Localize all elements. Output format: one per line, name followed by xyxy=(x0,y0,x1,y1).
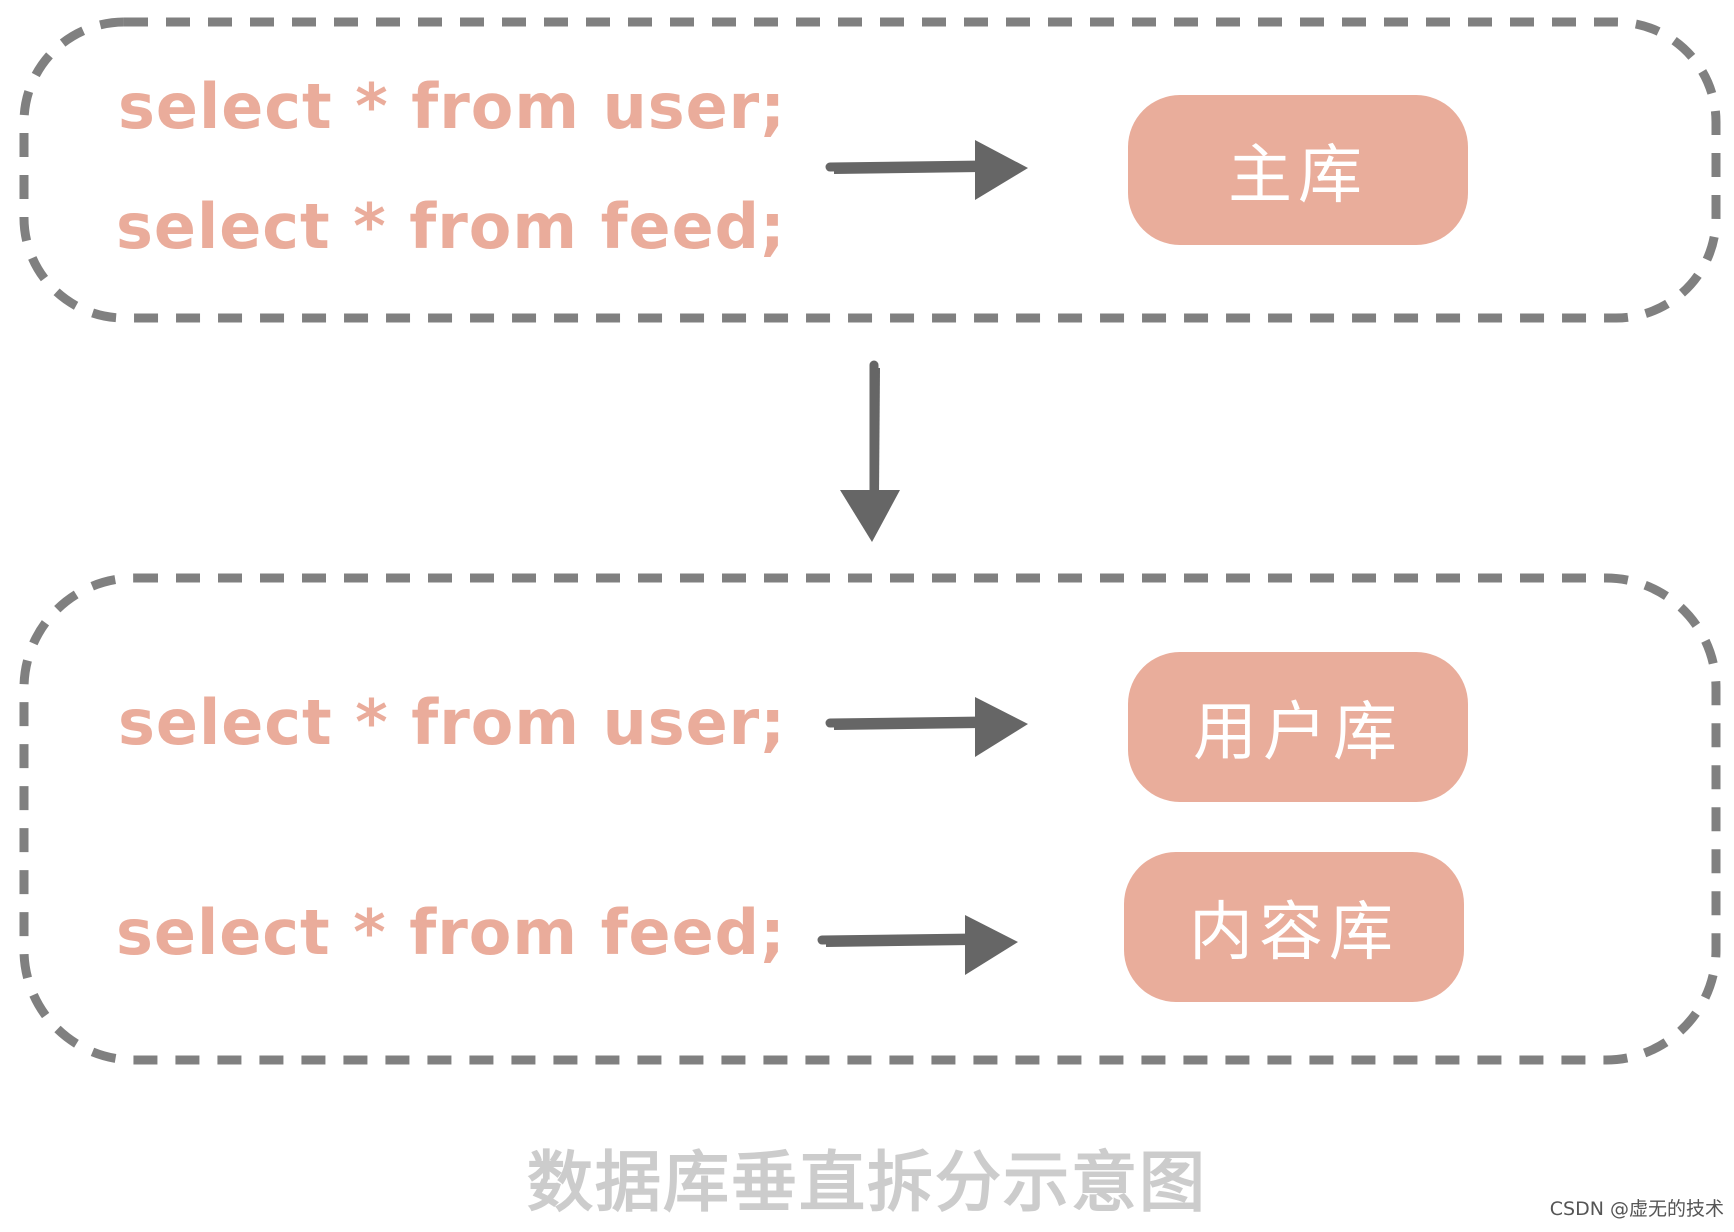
query-user-before: select * from user; xyxy=(118,70,787,143)
content-db-label: 内容库 xyxy=(1189,896,1399,970)
master-db-box: 主库 xyxy=(1128,95,1468,245)
content-db-box: 内容库 xyxy=(1124,852,1464,1002)
arrow-down-icon xyxy=(840,360,900,542)
before-split-group xyxy=(19,17,1721,323)
arrow-to-user-db-icon xyxy=(825,697,1028,757)
query-feed-after: select * from feed; xyxy=(116,896,786,969)
user-db-label: 用户库 xyxy=(1193,696,1403,770)
user-db-box: 用户库 xyxy=(1128,652,1468,802)
master-db-label: 主库 xyxy=(1228,139,1368,213)
arrow-to-master-icon xyxy=(825,140,1028,200)
watermark-credit: CSDN @虚无的技术 xyxy=(1549,1198,1724,1220)
after-split-group xyxy=(19,573,1721,1065)
arrow-to-content-db-icon xyxy=(817,915,1018,975)
query-feed-before: select * from feed; xyxy=(116,190,786,263)
query-user-after: select * from user; xyxy=(118,686,787,759)
diagram-caption: 数据库垂直拆分示意图 xyxy=(527,1144,1207,1221)
